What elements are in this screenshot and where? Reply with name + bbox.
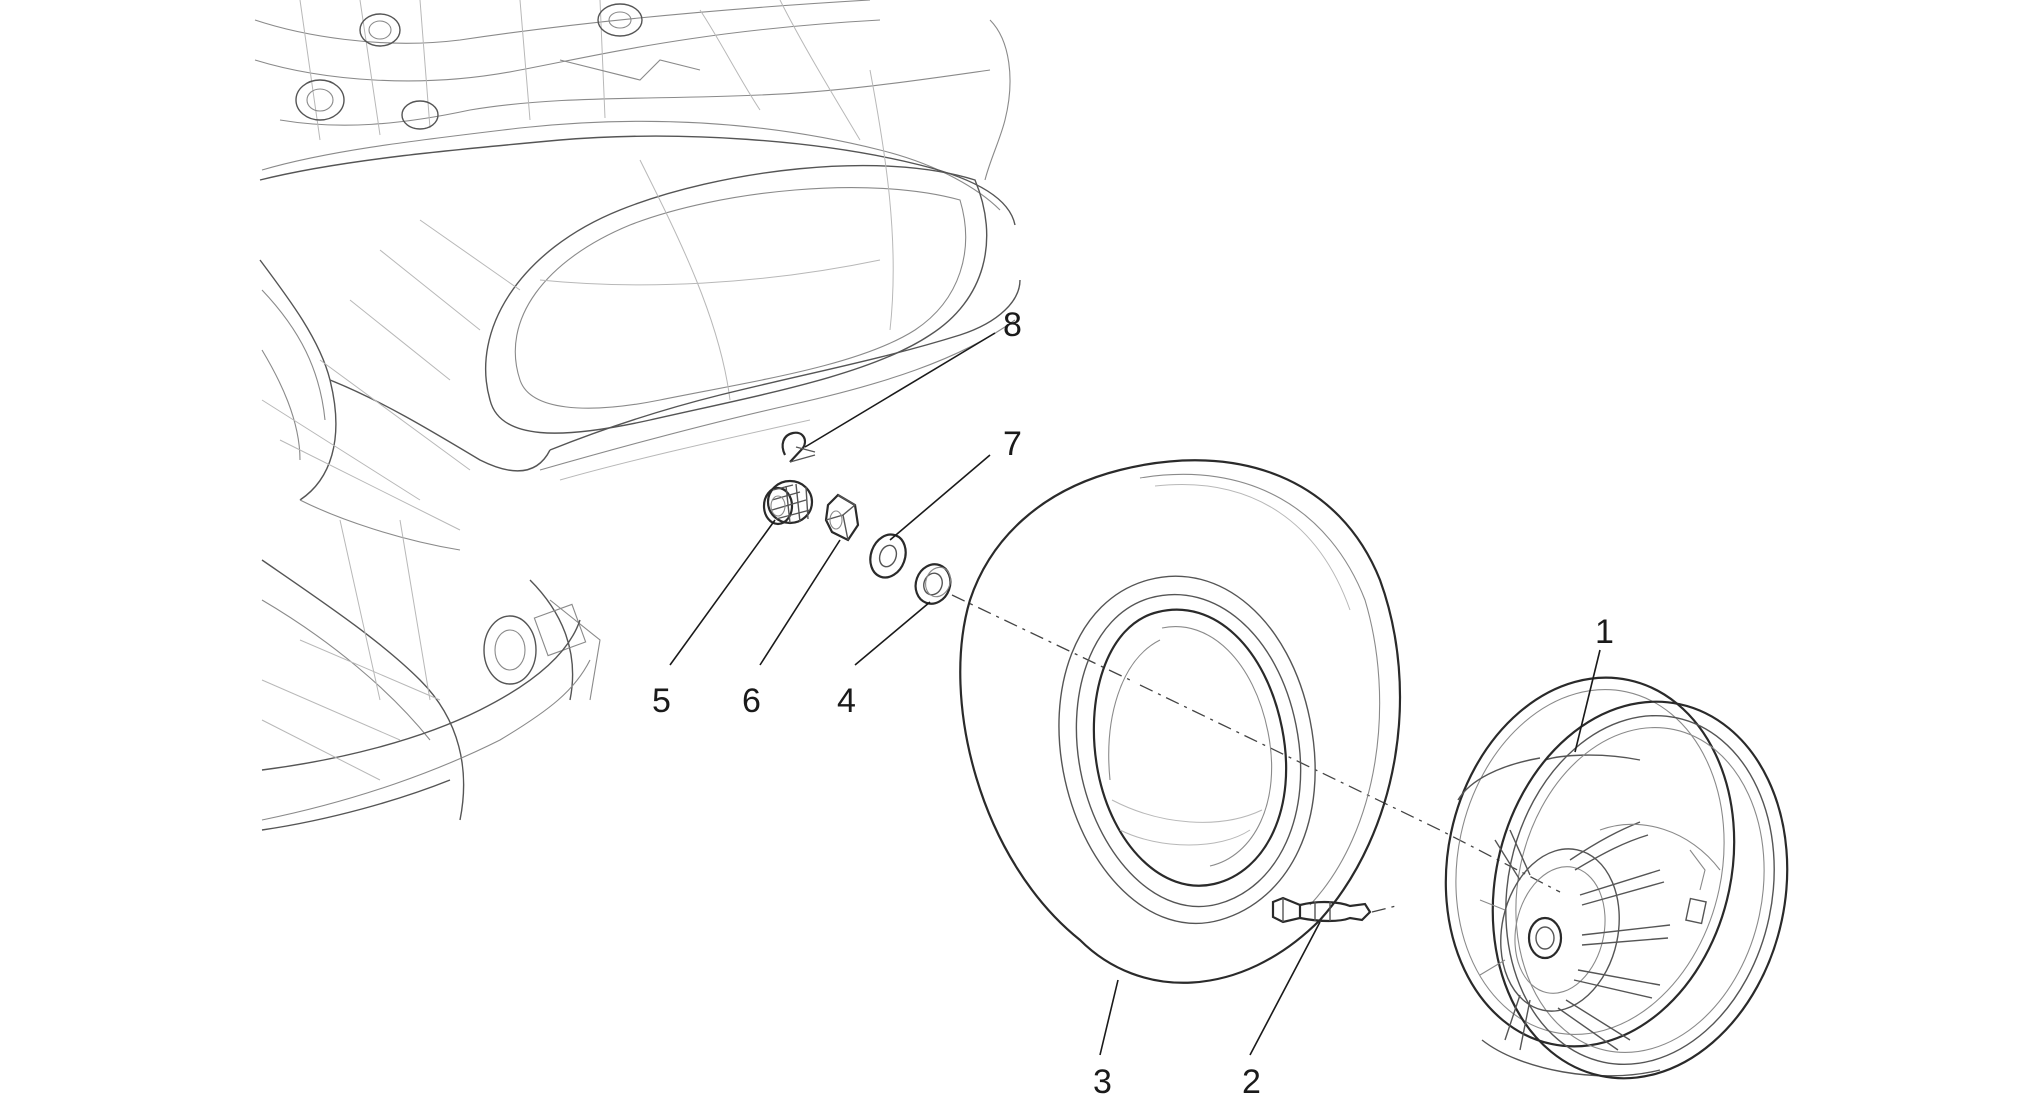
callout-labels: 8 7 1 5 6 4 3 2 bbox=[652, 306, 1614, 1101]
leader-line-2 bbox=[1249, 921, 1321, 1056]
scooter-body-outline bbox=[254, 0, 1021, 831]
spacer-washer-part-4 bbox=[914, 563, 952, 605]
leader-line-4 bbox=[854, 601, 931, 666]
hex-nut-part-6 bbox=[824, 493, 860, 542]
callout-5: 5 bbox=[652, 682, 671, 720]
callout-7: 7 bbox=[1003, 425, 1022, 463]
assembly-axis-line bbox=[951, 594, 1561, 893]
leader-line-7 bbox=[889, 454, 991, 541]
leader-line-1 bbox=[1574, 649, 1601, 753]
wheel-rim-part-1 bbox=[1444, 676, 1789, 1080]
leader-lines bbox=[669, 332, 1601, 1056]
leader-line-5 bbox=[669, 519, 776, 666]
cotter-pin-part-8 bbox=[781, 431, 816, 463]
valve-stem-part-2 bbox=[1271, 896, 1401, 924]
callout-3: 3 bbox=[1093, 1063, 1112, 1101]
flat-washer-part-7 bbox=[869, 533, 907, 579]
callout-2: 2 bbox=[1242, 1063, 1261, 1101]
callout-1: 1 bbox=[1595, 613, 1614, 651]
castellated-nut-part-5 bbox=[762, 479, 814, 526]
callout-6: 6 bbox=[742, 682, 761, 720]
tyre-part-3 bbox=[959, 459, 1402, 984]
leader-line-3 bbox=[1099, 979, 1119, 1056]
leader-line-8 bbox=[804, 332, 996, 448]
callout-4: 4 bbox=[837, 682, 856, 720]
callout-8: 8 bbox=[1003, 306, 1022, 344]
leader-line-6 bbox=[759, 539, 841, 666]
